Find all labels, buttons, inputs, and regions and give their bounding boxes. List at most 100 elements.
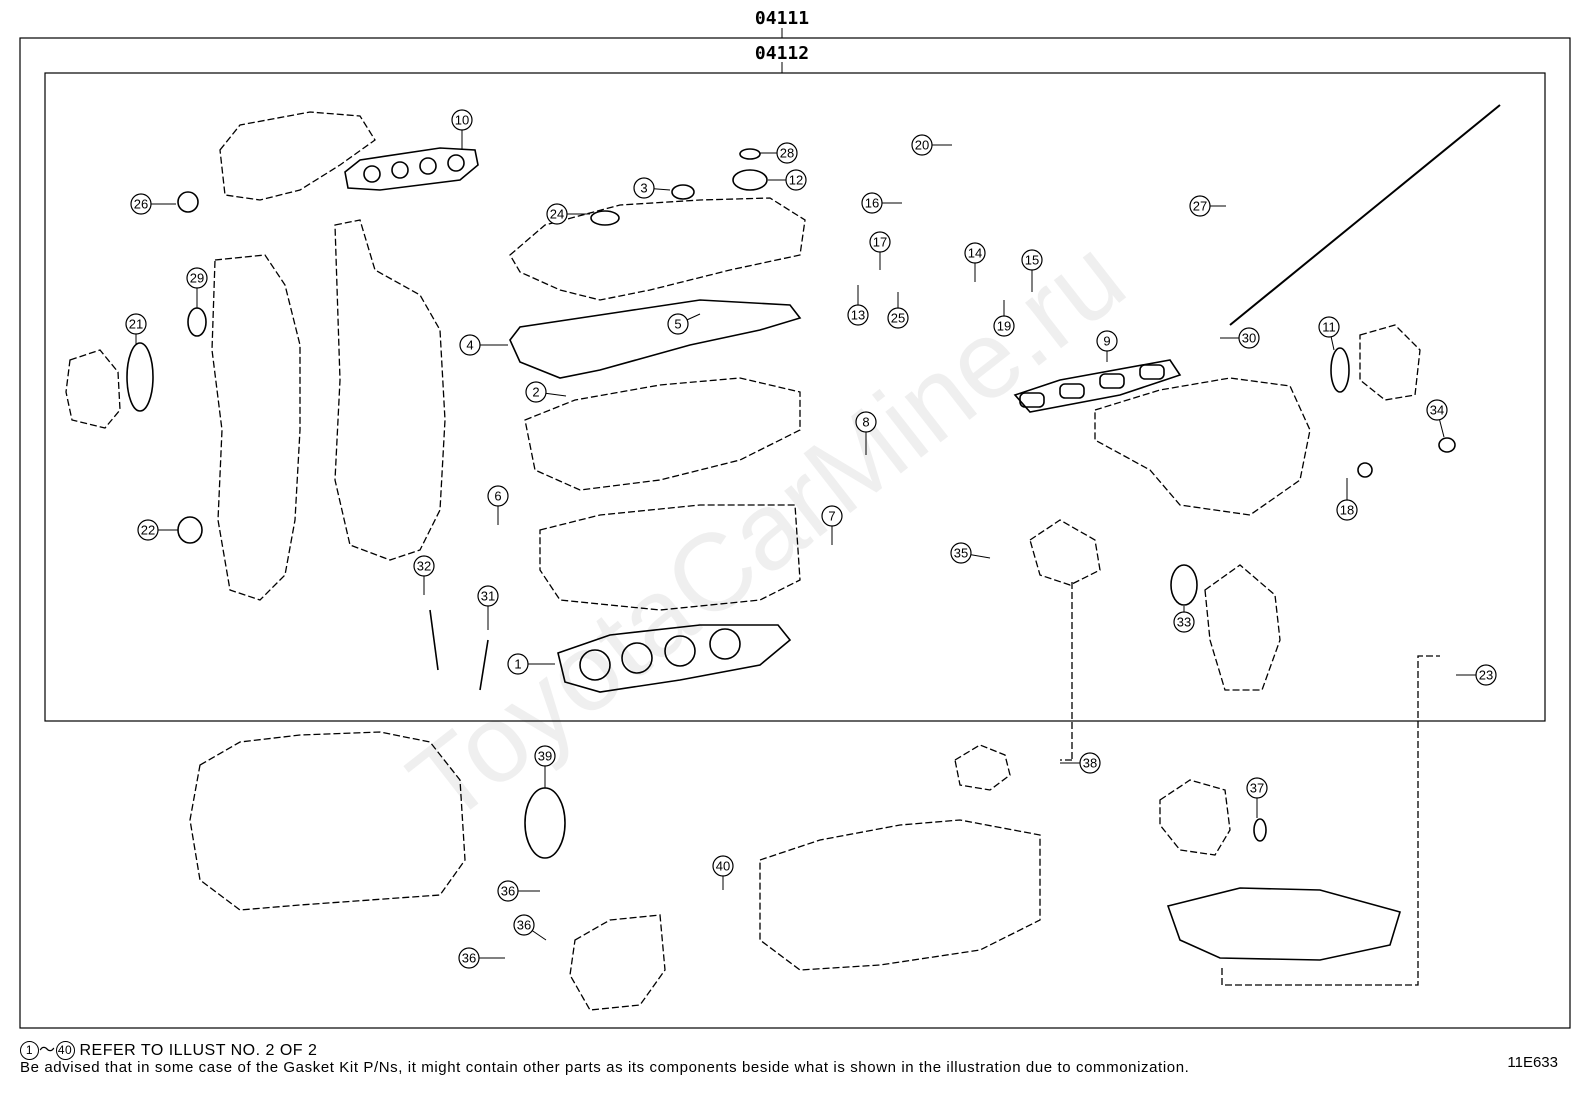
- valve-31: [479, 639, 489, 691]
- callout-number-4: 4: [466, 338, 473, 353]
- callout-circle-29: [186, 267, 208, 289]
- illustration-code: 11E633: [1507, 1054, 1558, 1071]
- callout-circle-3: [633, 177, 655, 199]
- callout-circle-11: [1318, 316, 1340, 338]
- callout-number-12: 12: [789, 173, 803, 188]
- oil-filter-bracket-sketch: [1204, 564, 1281, 691]
- seal-24: [590, 210, 620, 226]
- callout-number-26: 26: [134, 197, 148, 212]
- callout-circle-34: [1426, 399, 1448, 421]
- callout-circle-36b: [513, 914, 535, 936]
- oring-37: [1253, 818, 1267, 842]
- callout-circle-30: [1238, 327, 1260, 349]
- cylinder-head-sketch: [539, 504, 801, 611]
- callout-number-33: 33: [1177, 615, 1191, 630]
- illustration-reference-note: 1～40 REFER TO ILLUST NO. 2 OF 2: [20, 1036, 317, 1061]
- kit-number-inner: 04112: [755, 43, 809, 64]
- range-start-circle: 1: [20, 1041, 39, 1061]
- cylinder-head-cover-sketch: [509, 197, 806, 301]
- callout-circle-14: [964, 242, 986, 264]
- gasket-kit-disclaimer: Be advised that in some case of the Gask…: [20, 1059, 1190, 1076]
- inner-kit-frame: [44, 72, 1546, 722]
- oring-18: [1357, 462, 1373, 478]
- water-pump-sketch: [65, 349, 121, 429]
- timing-cover-oring: [126, 342, 154, 412]
- oil-pump-sketch: [569, 914, 666, 1011]
- callout-circle-13: [847, 304, 869, 326]
- callout-circle-5: [667, 313, 689, 335]
- water-inlet-sketch: [954, 744, 1011, 791]
- callout-circle-25: [887, 307, 909, 329]
- callout-number-10: 10: [455, 113, 469, 128]
- callout-number-17: 17: [873, 235, 887, 250]
- oring-28: [739, 148, 761, 160]
- oil-pan: [1166, 887, 1402, 961]
- cylinder-head-gasket: [557, 624, 792, 693]
- callout-number-2: 2: [532, 385, 539, 400]
- callout-circle-10: [451, 109, 473, 131]
- gasket-12: [732, 169, 768, 191]
- callout-number-5: 5: [674, 317, 681, 332]
- lower-crankcase-sketch: [759, 819, 1041, 971]
- callout-number-8: 8: [862, 415, 869, 430]
- callout-number-29: 29: [190, 271, 204, 286]
- callout-number-6: 6: [494, 489, 501, 504]
- callout-number-40: 40: [716, 859, 730, 874]
- callout-number-39: 39: [538, 749, 552, 764]
- callout-circle-8: [855, 411, 877, 433]
- water-outlet-sketch: [1029, 519, 1101, 586]
- exhaust-manifold-gasket: [344, 147, 479, 191]
- callout-circle-35: [950, 542, 972, 564]
- callout-number-36b: 36: [517, 918, 531, 933]
- callout-circle-21: [125, 313, 147, 335]
- callout-circle-37: [1246, 777, 1268, 799]
- callout-circle-31: [477, 585, 499, 607]
- callout-number-16: 16: [865, 196, 879, 211]
- callout-number-30: 30: [1242, 331, 1256, 346]
- callout-circle-1: [507, 653, 529, 675]
- cylinder-block-sketch: [189, 731, 466, 911]
- callout-number-11: 11: [1322, 320, 1336, 335]
- callout-number-7: 7: [828, 509, 835, 524]
- plug-3: [671, 184, 695, 200]
- callout-circle-38: [1079, 752, 1101, 774]
- callout-circle-12: [785, 169, 807, 191]
- callout-circle-24: [546, 203, 568, 225]
- oil-cooler-sketch: [1159, 779, 1231, 856]
- chain-case-sketch: [334, 219, 446, 561]
- kit-number-outer: 04111: [755, 8, 809, 29]
- bracket-sketch: [1359, 324, 1421, 401]
- callout-circle-28: [776, 142, 798, 164]
- callout-number-20: 20: [915, 138, 929, 153]
- callout-number-15: 15: [1025, 253, 1039, 268]
- watermark-text: ToyotaCarMine.ru: [387, 215, 1147, 846]
- callout-number-38: 38: [1083, 756, 1097, 771]
- callout-circle-39: [534, 745, 556, 767]
- callout-circle-22: [137, 519, 159, 541]
- oil-dipstick: [1229, 104, 1501, 326]
- range-end-circle: 40: [55, 1041, 75, 1061]
- callout-number-22: 22: [141, 523, 155, 538]
- callout-circle-26: [130, 193, 152, 215]
- callout-circle-27: [1189, 195, 1211, 217]
- callout-number-36c: 36: [462, 951, 476, 966]
- callout-circle-40: [712, 855, 734, 877]
- callout-circle-9: [1096, 330, 1118, 352]
- callout-circle-36a: [497, 880, 519, 902]
- callout-circle-7: [821, 505, 843, 527]
- callout-circle-20: [911, 134, 933, 156]
- callout-circle-16: [861, 192, 883, 214]
- oring-34: [1438, 437, 1456, 453]
- rear-oil-seal: [524, 787, 566, 859]
- camshaft-housing-sketch: [524, 377, 801, 491]
- oring-29: [187, 307, 207, 337]
- callout-number-21: 21: [129, 317, 143, 332]
- callout-number-14: 14: [968, 246, 982, 261]
- callout-number-28: 28: [780, 146, 794, 161]
- callout-number-37: 37: [1250, 781, 1264, 796]
- callout-number-31: 31: [481, 589, 495, 604]
- callout-number-23: 23: [1479, 668, 1493, 683]
- head-cover-gasket: [509, 299, 802, 379]
